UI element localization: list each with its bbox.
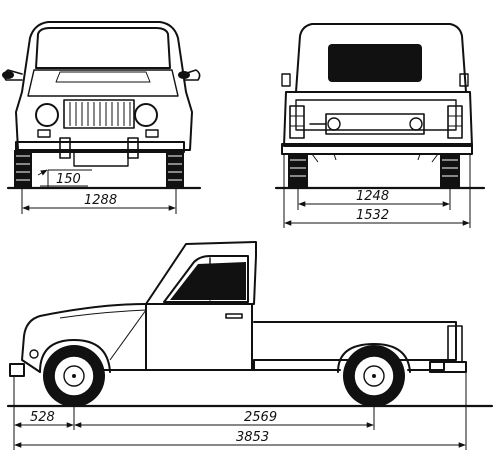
front-view: 150 1288 (2, 21, 202, 214)
dimension-overall-length: 3853 (236, 430, 269, 445)
dimension-rear-track: 1248 (356, 189, 389, 204)
dimension-rear-width: 1532 (356, 208, 389, 223)
side-view: 528 2569 3853 (6, 241, 494, 450)
dimension-front-ground-clearance: 150 (56, 172, 81, 187)
dimension-wheelbase: 2569 (244, 410, 277, 425)
dimension-front-track: 1288 (84, 193, 117, 208)
dimension-front-overhang: 528 (30, 410, 55, 425)
rear-view: 1248 1532 (274, 23, 486, 228)
